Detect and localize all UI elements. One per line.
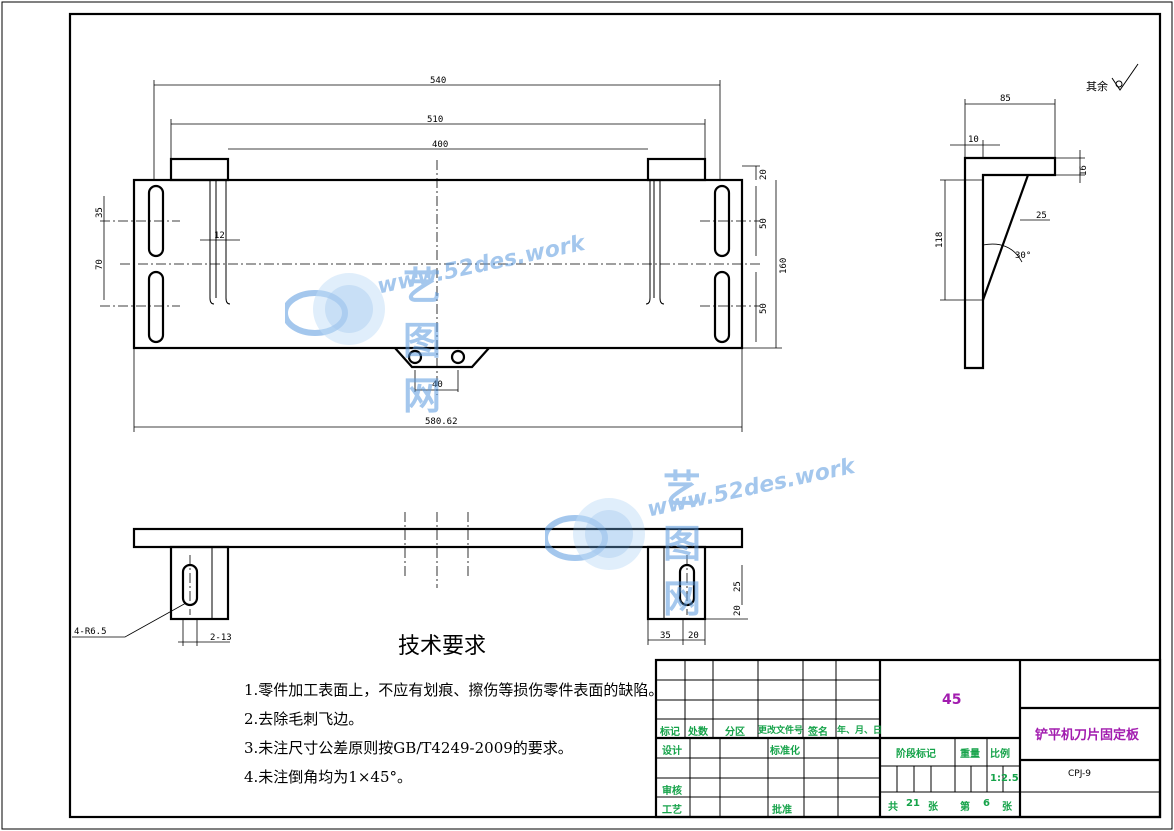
tb-header-zone: 分区 bbox=[725, 727, 745, 738]
right-top-bracket bbox=[646, 157, 707, 182]
dim-bottom-25: 25 bbox=[733, 581, 743, 592]
tb-material: 45 bbox=[942, 692, 962, 708]
tb-sheets-prefix: 共 bbox=[888, 802, 898, 813]
tb-stage-mark: 阶段标记 bbox=[896, 749, 936, 760]
bottom-right-leg bbox=[646, 545, 707, 621]
dim-bottom-hole: 4-R6.5 bbox=[74, 627, 107, 637]
bottom-notch bbox=[394, 347, 490, 369]
dim-side-angle: 30° bbox=[1015, 251, 1031, 261]
dim-side-118: 118 bbox=[935, 232, 945, 248]
side-view: 85 10 16 25 118 30° 其余 bbox=[935, 63, 1139, 370]
tech-note: 2.去除毛刺飞边。 bbox=[244, 710, 364, 728]
tb-header-change-doc: 更改文件号 bbox=[758, 726, 804, 736]
tb-review: 审核 bbox=[662, 786, 682, 797]
tb-approve: 批准 bbox=[772, 805, 792, 816]
notch-hole-right bbox=[450, 349, 466, 365]
side-profile bbox=[963, 156, 1057, 370]
side-rib bbox=[981, 174, 1030, 301]
dim-side-16: 16 bbox=[1079, 165, 1089, 176]
dim-400: 400 bbox=[432, 140, 448, 150]
dim-540: 540 bbox=[430, 76, 446, 86]
dim-50b: 50 bbox=[759, 303, 769, 314]
dim-side-25: 25 bbox=[1036, 211, 1047, 221]
tb-sheet-unit: 张 bbox=[1002, 802, 1012, 813]
tech-note: 4.未注倒角均为1×45°。 bbox=[244, 768, 413, 786]
tb-header-count: 处数 bbox=[688, 727, 708, 738]
tb-sheet-no: 6 bbox=[983, 798, 990, 809]
dim-70: 70 bbox=[95, 259, 105, 270]
tb-process: 工艺 bbox=[662, 805, 682, 816]
tb-scale: 1:2.5 bbox=[990, 773, 1019, 784]
tb-sheets-unit: 张 bbox=[928, 802, 938, 813]
tb-standardize: 标准化 bbox=[770, 746, 800, 757]
roughness-label: 其余 bbox=[1086, 79, 1108, 93]
tb-header-sign: 签名 bbox=[808, 727, 828, 738]
dim-35: 35 bbox=[95, 207, 105, 218]
bottom-view: 4-R6.5 2-13 35 20 25 20 bbox=[72, 512, 748, 646]
dim-side-10: 10 bbox=[968, 135, 979, 145]
dim-slot-gap-40: 40 bbox=[432, 380, 443, 390]
dim-bottom-20b: 20 bbox=[733, 605, 743, 616]
dim-12: 12 bbox=[214, 231, 225, 241]
tb-header-date: 年、月、日 bbox=[837, 726, 883, 736]
bottom-plate bbox=[132, 527, 744, 549]
dim-20: 20 bbox=[759, 169, 769, 180]
drawing-frame bbox=[68, 12, 1162, 819]
slot-right-bottom bbox=[713, 270, 731, 344]
tb-drawing-no: CPJ-9 bbox=[1068, 769, 1092, 779]
tb-sheet-prefix: 第 bbox=[960, 802, 970, 813]
tb-sheets-total: 21 bbox=[906, 798, 920, 809]
dim-side-85: 85 bbox=[1000, 94, 1011, 104]
dim-50a: 50 bbox=[759, 218, 769, 229]
front-view: 540 510 400 580.62 40 35 70 12 20 50 bbox=[95, 76, 789, 432]
left-top-bracket bbox=[169, 157, 230, 182]
dim-bottom-2-13: 2-13 bbox=[210, 633, 232, 643]
right-bracket-leg bbox=[645, 180, 665, 305]
tb-scale-label: 比例 bbox=[990, 749, 1010, 760]
tech-requirements-title: 技术要求 bbox=[398, 634, 487, 659]
tb-header-mark: 标记 bbox=[660, 727, 680, 738]
dim-bottom-20: 20 bbox=[688, 631, 699, 641]
dim-160: 160 bbox=[779, 258, 789, 274]
notch-hole-left bbox=[407, 349, 423, 365]
title-block bbox=[654, 658, 1162, 819]
roughness-symbol-icon bbox=[1111, 63, 1139, 91]
tb-weight: 重量 bbox=[960, 749, 980, 760]
bottom-left-leg bbox=[169, 545, 230, 621]
dim-510: 510 bbox=[427, 115, 443, 125]
left-bracket-leg bbox=[209, 180, 231, 305]
dim-bottom-35: 35 bbox=[660, 631, 671, 641]
tech-note: 3.未注尺寸公差原则按GB/T4249-2009的要求。 bbox=[244, 739, 573, 757]
dim-total-length: 580.62 bbox=[425, 417, 458, 427]
tb-part-name: 铲平机刀片固定板 bbox=[1035, 728, 1140, 743]
tech-note: 1.零件加工表面上，不应有划痕、擦伤等损伤零件表面的缺陷。 bbox=[244, 681, 664, 699]
slot-left-bottom bbox=[147, 270, 165, 344]
tb-design: 设计 bbox=[662, 746, 682, 757]
